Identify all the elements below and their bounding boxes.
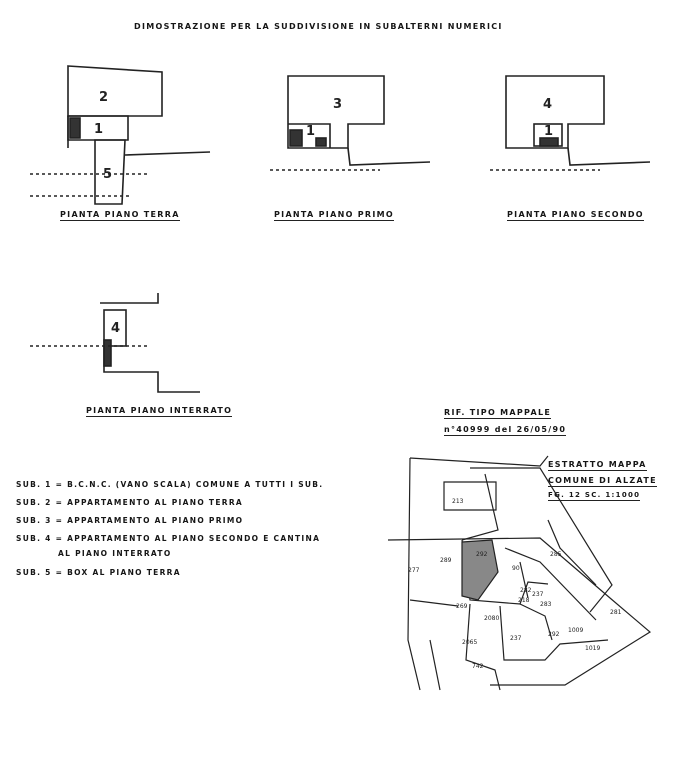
reference-line-2: n°40999 del 26/05/90 <box>444 425 567 436</box>
parcel-number: 742 <box>472 663 484 670</box>
extract-line-1: ESTRATTO MAPPA <box>548 460 647 471</box>
legend-item: SUB. 5 = BOX AL PIANO TERRA <box>16 568 181 577</box>
stair-hatch <box>69 117 81 139</box>
caption-piano-primo: PIANTA PIANO PRIMO <box>274 210 395 221</box>
parcel-number: 237 <box>510 635 522 642</box>
legend-item: AL PIANO INTERRATO <box>58 549 172 558</box>
parcel-number: 281 <box>610 609 622 616</box>
caption-piano-terra: PIANTA PIANO TERRA <box>60 210 180 221</box>
legend-item: SUB. 4 = APPARTAMENTO AL PIANO SECONDO E… <box>16 534 321 543</box>
room-sub-3 <box>287 75 385 149</box>
plan-label: 3 <box>333 97 342 112</box>
parcel-number: 289 <box>440 557 452 564</box>
plan-label: 1 <box>306 124 315 139</box>
plan-piano-terra: 2 1 5 <box>30 65 211 205</box>
parcel-number: 277 <box>408 567 420 574</box>
highlighted-parcel <box>461 539 499 601</box>
caption-piano-interrato: PIANTA PIANO INTERRATO <box>86 406 233 417</box>
parcel-number: 218 <box>518 597 530 604</box>
parcel-number: 2080 <box>484 615 499 622</box>
caption-piano-secondo: PIANTA PIANO SECONDO <box>507 210 644 221</box>
room-sub-5 <box>94 139 126 205</box>
parcel-number: 282 <box>520 587 532 594</box>
plan-piano-secondo: 4 1 <box>490 75 651 171</box>
plan-label: 1 <box>544 124 553 139</box>
stair-hatch <box>289 129 303 147</box>
parcel-number: 292 <box>548 631 560 638</box>
parcel-number: 292 <box>476 551 488 558</box>
plan-label: 4 <box>111 321 120 336</box>
legend-item: SUB. 1 = B.C.N.C. (vano scala) COMUNE A … <box>16 480 324 489</box>
room-sub-2 <box>67 65 163 117</box>
reference-line-1: RIF. TIPO MAPPALE <box>444 408 552 419</box>
stair-hatch <box>103 339 112 367</box>
plan-label: 1 <box>94 122 103 137</box>
stair-hatch <box>539 137 559 147</box>
parcel-number: 283 <box>540 601 552 608</box>
drawing-title: DIMOSTRAZIONE PER LA SUDDIVISIONE IN SUB… <box>134 22 503 31</box>
parcel-number: 1009 <box>568 627 583 634</box>
plan-piano-primo: 3 1 <box>270 75 431 171</box>
parcel-number: 90 <box>512 565 520 572</box>
parcel-number: 213 <box>452 498 464 505</box>
room-sub-4 <box>505 75 605 149</box>
extract-line-2: COMUNE DI ALZATE <box>548 476 657 487</box>
legend-item: SUB. 3 = APPARTAMENTO AL PIANO PRIMO <box>16 516 244 525</box>
cadastral-map: 213 285 277 289 292 90 269 2080 218 283 … <box>387 455 652 691</box>
plan-label: 2 <box>99 90 108 105</box>
plan-label: 5 <box>103 167 112 182</box>
parcel-number: 285 <box>550 551 562 558</box>
parcel-number: 2065 <box>462 639 477 646</box>
parcel-number: 1019 <box>585 645 600 652</box>
plan-piano-interrato: 4 <box>30 293 200 393</box>
parcel-number: 237 <box>532 591 544 598</box>
legend-item: SUB. 2 = APPARTAMENTO AL PIANO TERRA <box>16 498 243 507</box>
plan-label: 4 <box>543 97 552 112</box>
extract-line-3: FG. 12 SC. 1:1000 <box>548 491 641 501</box>
parcel-number: 269 <box>456 603 468 610</box>
